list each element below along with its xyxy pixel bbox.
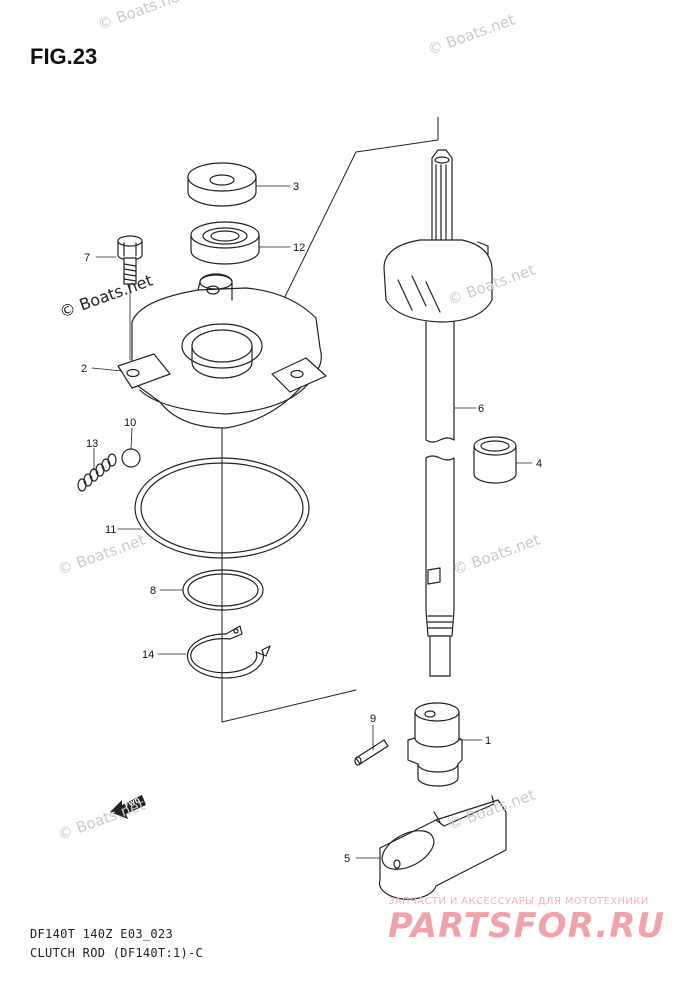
callout-numbers: 3 12 7 2 10 13 11 8 14 6 4 1 9 5 xyxy=(81,181,542,865)
callout-13: 13 xyxy=(86,438,98,450)
callout-2: 2 xyxy=(81,363,87,375)
callout-8: 8 xyxy=(150,585,156,597)
callout-10: 10 xyxy=(124,417,136,429)
watermark: © Boats.net xyxy=(450,531,542,579)
part-4-bushing xyxy=(473,436,517,484)
watermark: © Boats.net xyxy=(55,531,147,579)
callout-1: 1 xyxy=(485,735,491,747)
footer-description: CLUTCH ROD (DF140T:1)-C xyxy=(30,946,204,960)
figure-title: FIG.23 xyxy=(30,44,98,69)
callout-11: 11 xyxy=(105,524,116,536)
callout-4: 4 xyxy=(536,458,542,470)
part-6-clutch-rod xyxy=(383,149,493,677)
part-5-arm xyxy=(378,795,507,900)
callout-12: 12 xyxy=(293,242,305,254)
part-3-washer xyxy=(187,162,257,207)
callout-7: 7 xyxy=(84,252,90,264)
part-2-housing xyxy=(117,273,327,429)
callout-3: 3 xyxy=(293,181,299,193)
callout-9: 9 xyxy=(370,713,376,725)
watermark: © Boats.net xyxy=(55,796,147,844)
leader-lines xyxy=(91,185,533,859)
part-12-oil-seal xyxy=(190,221,260,265)
callout-6: 6 xyxy=(478,403,484,415)
callout-5: 5 xyxy=(344,853,350,865)
watermark: © Boats.net xyxy=(95,0,187,34)
assembly-group-line xyxy=(221,116,439,723)
part-10-ball xyxy=(121,448,141,468)
part-8-o-ring xyxy=(182,569,264,611)
callout-14: 14 xyxy=(142,649,154,661)
footer-model-code: DF140T 140Z E03_023 xyxy=(30,927,173,941)
part-14-circlip xyxy=(186,625,271,679)
brand-subtitle: ЗАПЧАСТИ И АКСЕССУАРЫ ДЛЯ МОТОТЕХНИКИ xyxy=(388,896,649,907)
part-13-spring xyxy=(77,453,117,492)
watermark: © Boats.net xyxy=(425,11,517,59)
part-7-bolt xyxy=(117,235,143,361)
part-9-pin xyxy=(354,739,389,766)
brand-logo: PARTSFOR.RU xyxy=(388,906,666,946)
part-1-cam xyxy=(407,702,463,787)
part-11-o-ring xyxy=(134,457,310,559)
